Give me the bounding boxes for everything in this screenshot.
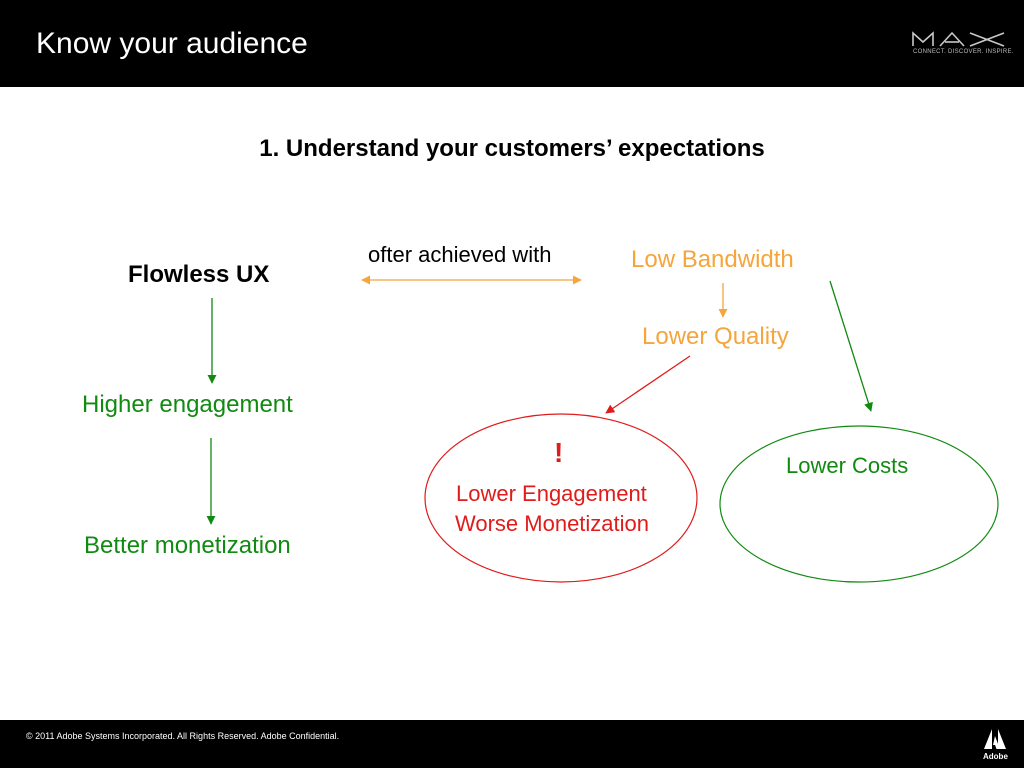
section-heading: 1. Understand your customers’ expectatio…: [259, 135, 765, 162]
better-monetization-label: Better monetization: [84, 532, 291, 559]
adobe-logo-icon: [982, 728, 1008, 762]
lower-engagement-label: Lower Engagement: [456, 481, 647, 506]
higher-engagement-label: Higher engagement: [82, 391, 293, 418]
connector-label: ofter achieved with: [368, 242, 552, 267]
max-tagline: CONNECT. DISCOVER. INSPIRE.: [913, 49, 1014, 55]
worse-monetization-label: Worse Monetization: [455, 511, 650, 536]
arrow-bandwidth-to-costs: [829, 280, 873, 412]
warning-mark: !: [554, 437, 564, 468]
arrow-quality-to-red-outcome: [605, 355, 691, 414]
max-logo-icon: [910, 30, 1010, 60]
green-outcome-ellipse: [719, 425, 999, 583]
slide-title: Know your audience: [36, 27, 308, 60]
red-outcome-ellipse: [424, 413, 698, 583]
flowless-ux-label: Flowless UX: [128, 261, 270, 288]
footer-bar: [0, 720, 1024, 768]
lower-costs-label: Lower Costs: [786, 453, 909, 478]
adobe-wordmark: Adobe: [983, 752, 1008, 761]
copyright-text: © 2011 Adobe Systems Incorporated. All R…: [26, 731, 340, 741]
lower-quality-label: Lower Quality: [642, 323, 789, 350]
header-bar: [0, 0, 1024, 87]
low-bandwidth-label: Low Bandwidth: [631, 246, 794, 273]
